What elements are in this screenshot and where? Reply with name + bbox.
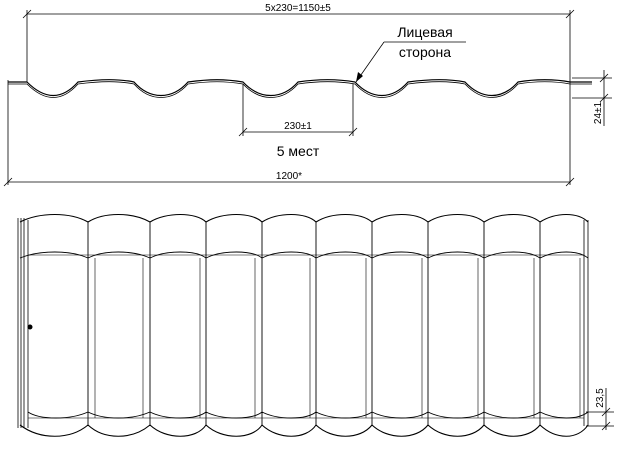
fastener-hole [27,324,33,330]
step-height-dimension: 23,5 [586,388,614,431]
total-width-label: 1200* [276,171,302,182]
wave-pitch-dimension: 230±1 5 мест [238,84,358,159]
total-width-dimension: 1200* [3,171,575,187]
profile-outline [7,79,592,185]
plan-view: 23,5 [17,213,614,437]
wave-pitch-label: 230±1 [284,121,312,132]
face-side-callout: Лицевая сторона [355,24,466,83]
overall-wave-span-dimension: 5x230=1150±5 [22,3,575,82]
plan-left-edge-strip [17,218,33,428]
plan-wave-lines [87,222,581,425]
plan-bottom-edge [19,424,589,437]
wave-count-label: 5 мест [277,143,320,159]
plan-lower-step-line [27,411,589,419]
step-height-label: 23,5 [595,388,606,408]
face-side-label-line2: сторона [399,44,451,60]
overall-wave-span-label: 5x230=1150±5 [265,3,331,14]
profile-height-dimension: 24±1 [572,70,612,126]
face-side-label-line1: Лицевая [397,24,452,40]
profile-height-label: 24±1 [593,101,604,124]
plan-top-edge [19,213,589,223]
profile-view: 5x230=1150±5 Лицевая сторона 230±1 5 мес… [3,3,612,187]
